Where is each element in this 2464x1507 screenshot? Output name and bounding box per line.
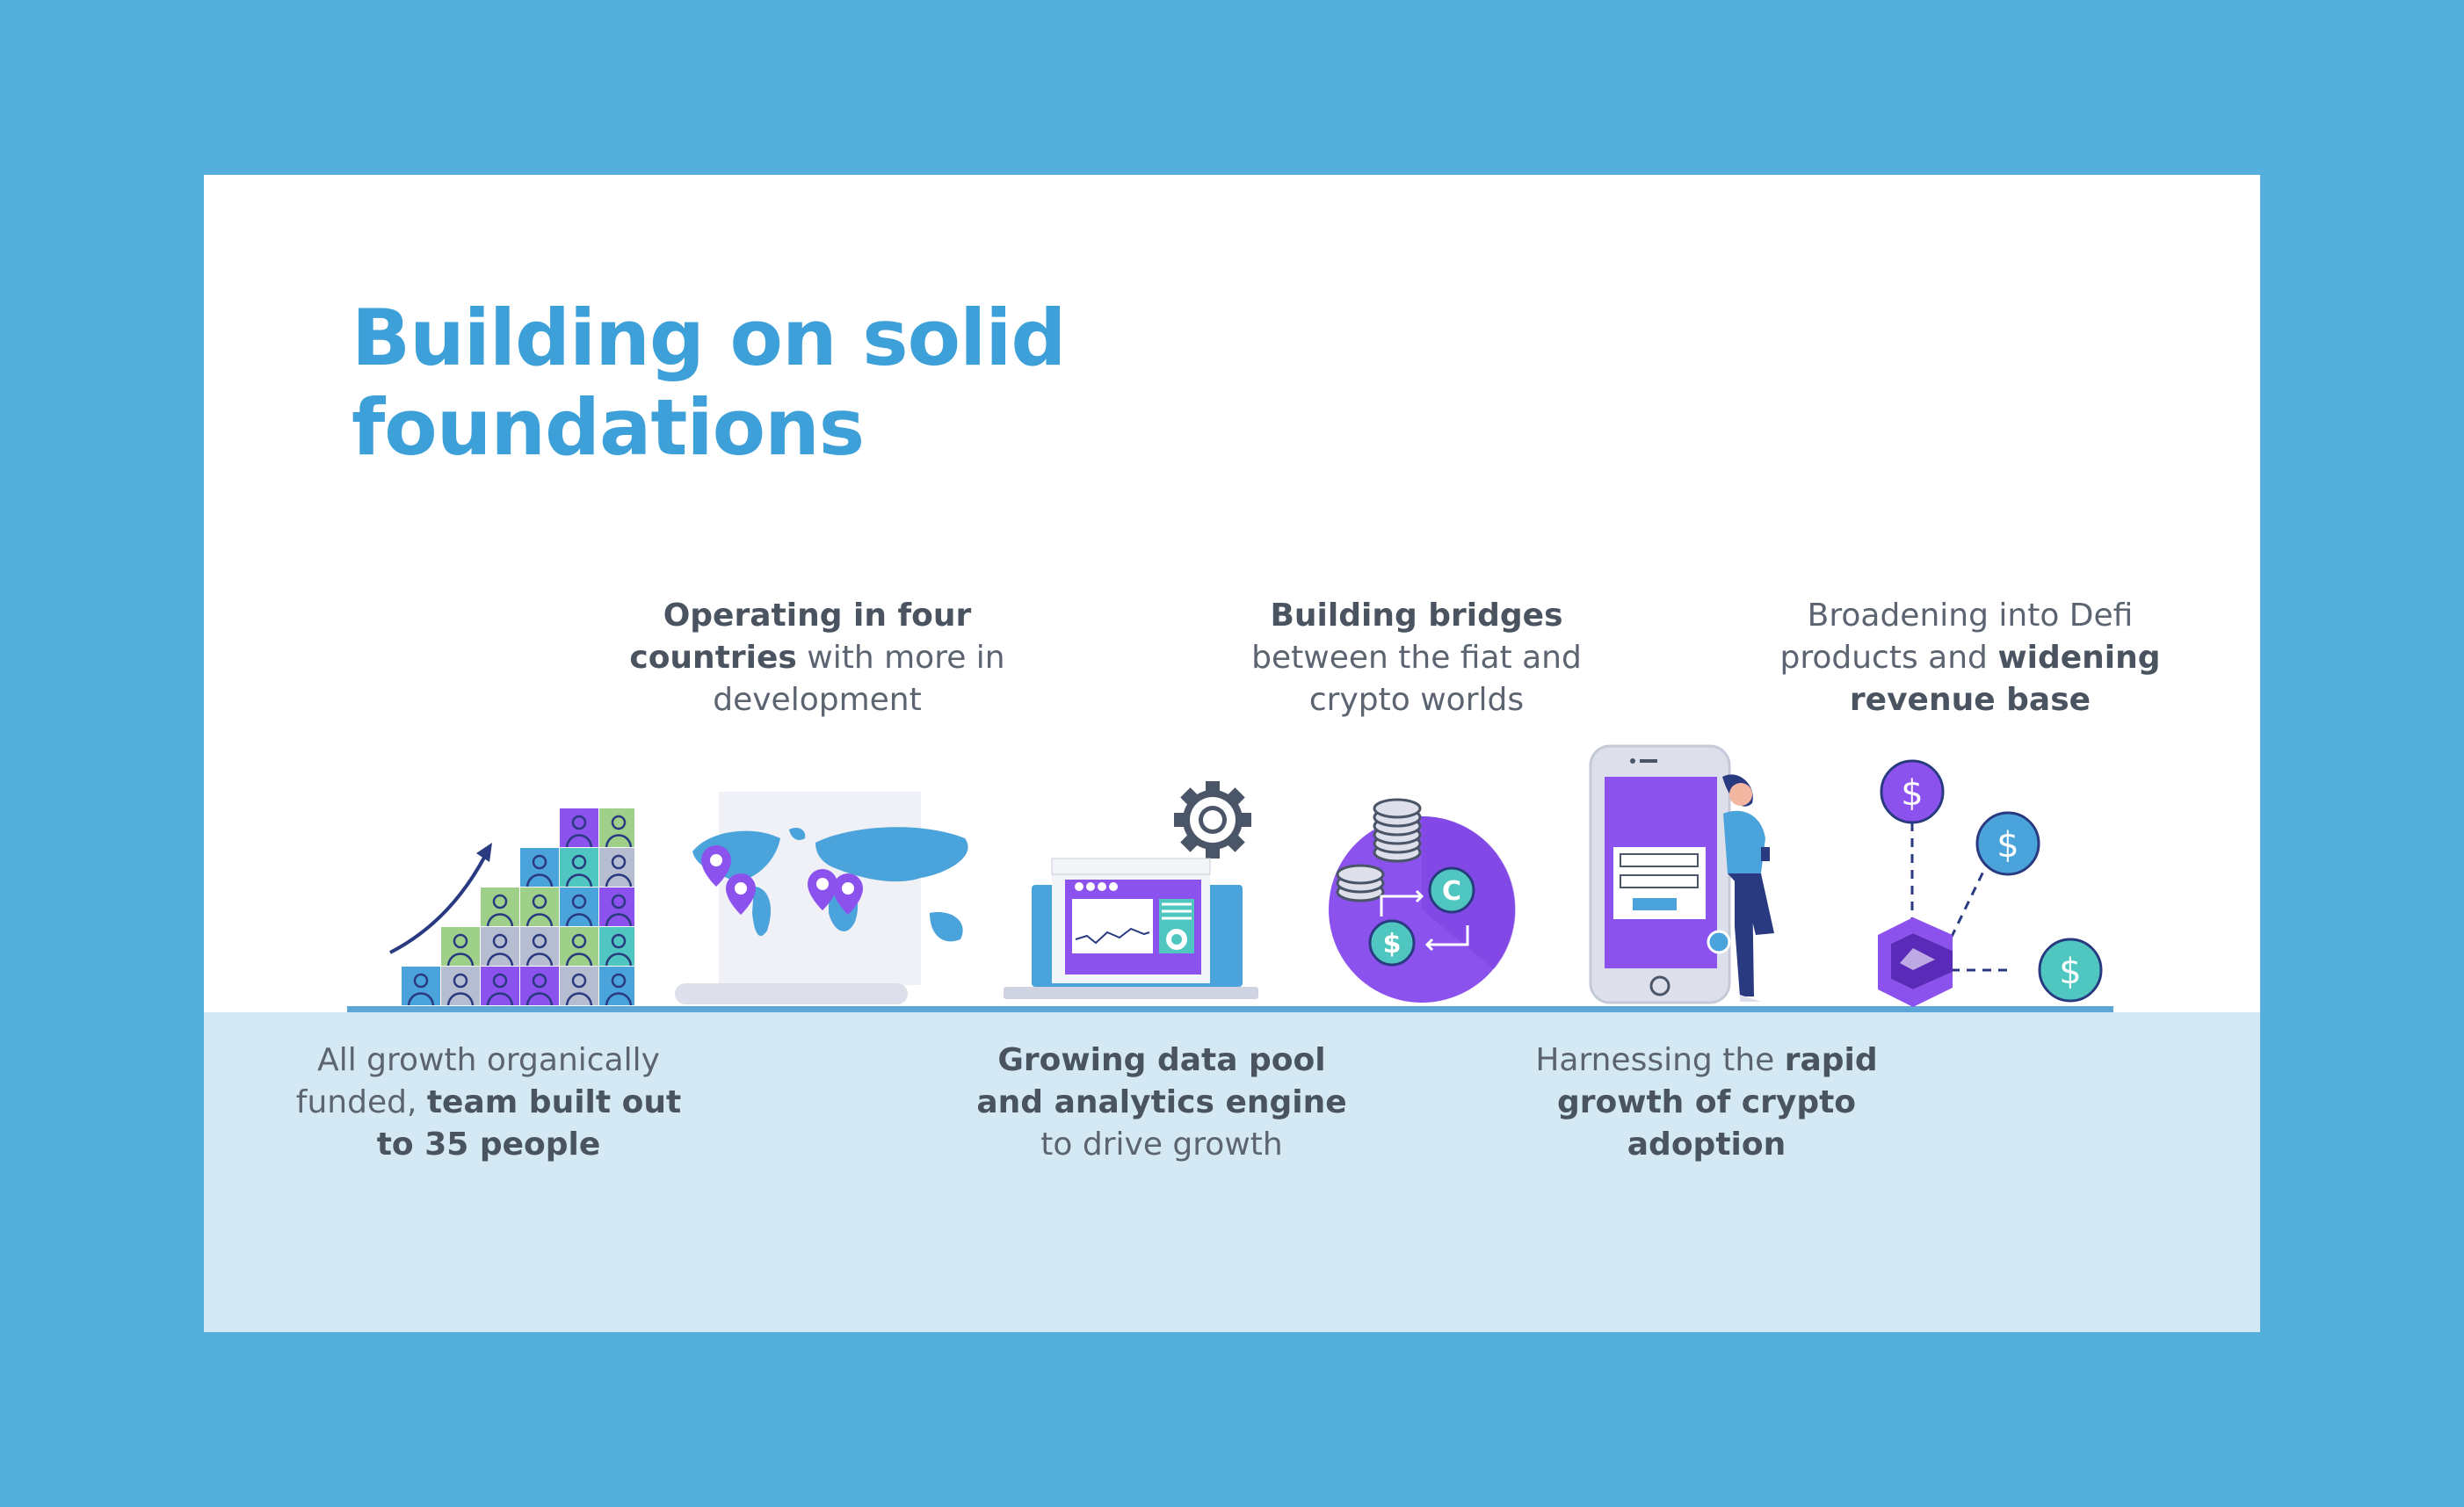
phone-notification xyxy=(1707,930,1731,954)
coin-stack-left xyxy=(1336,864,1385,902)
pin-3 xyxy=(808,869,837,910)
team-member-block xyxy=(520,927,559,967)
team-member-block xyxy=(599,848,634,888)
svg-text:C: C xyxy=(1442,876,1461,907)
caption-defi-bold: widening revenue base xyxy=(1849,640,2161,718)
team-member-block xyxy=(599,967,634,1006)
dollar-coin-purple-icon: $ xyxy=(1880,759,1945,824)
exchange-arrows xyxy=(1380,889,1469,952)
svg-text:$: $ xyxy=(2059,952,2081,992)
mobile-crypto-icon xyxy=(1589,744,1774,1004)
growth-arrow-head xyxy=(476,843,492,862)
team-member-block xyxy=(599,808,634,848)
svg-text:$: $ xyxy=(1383,929,1402,960)
caption-defi: Broadening into Defi products and wideni… xyxy=(1768,595,2172,721)
team-blocks xyxy=(402,808,634,1006)
team-member-block xyxy=(560,967,598,1006)
location-pins xyxy=(701,845,863,915)
dollar-coin-blue-icon: $ xyxy=(1975,811,2040,876)
caption-team-bold: team built out to 35 people xyxy=(376,1084,682,1163)
app-titlebar xyxy=(1051,858,1211,875)
person-figure xyxy=(1722,774,1774,1002)
analytics-laptop-icon xyxy=(1004,781,1258,999)
continents xyxy=(692,827,968,942)
team-member-block xyxy=(520,967,559,1006)
caption-data-pool-bold: Growing data pool and analytics engine xyxy=(976,1042,1347,1120)
form-submit xyxy=(1633,898,1677,910)
crypto-coin-icon: C xyxy=(1428,866,1475,914)
team-member-block xyxy=(560,927,598,967)
fiat-crypto-exchange-icon: C $ xyxy=(1329,798,1516,1003)
line-chart-area xyxy=(1072,899,1153,953)
pin-2 xyxy=(726,873,756,915)
team-member-block xyxy=(441,967,480,1006)
team-member-block xyxy=(402,967,440,1006)
caption-crypto: Harnessing the rapid growth of crypto ad… xyxy=(1509,1040,1904,1166)
caption-bridges-bold: Building bridges xyxy=(1270,598,1563,634)
caption-team: All growth organically funded, team buil… xyxy=(295,1040,682,1166)
laptop-base xyxy=(1004,987,1258,999)
team-member-block xyxy=(481,888,519,927)
dollar-coin-icon: $ xyxy=(1368,919,1416,967)
team-member-block xyxy=(560,888,598,927)
timeline-baseline xyxy=(347,1006,2113,1012)
dollar-coin-teal-icon: $ xyxy=(2038,938,2103,1003)
caption-data-pool: Growing data pool and analytics engine t… xyxy=(960,1040,1364,1166)
coin-stack-top xyxy=(1373,798,1422,863)
world-map-icon xyxy=(675,792,968,1004)
page-title: Building on solid foundations xyxy=(351,293,1066,473)
team-member-block xyxy=(481,927,519,967)
pin-1 xyxy=(701,845,731,887)
caption-crypto-text: Harnessing the xyxy=(1535,1042,1785,1078)
status-dots xyxy=(1075,882,1118,891)
gear-icon xyxy=(1174,781,1251,859)
team-growth-icon xyxy=(389,808,634,1006)
defi-network-icon: $ $ $ xyxy=(1878,759,2103,1007)
caption-defi-text: Broadening into Defi products and xyxy=(1779,598,2134,676)
growth-arrow-line xyxy=(389,855,487,954)
map-scroll-roll xyxy=(675,983,908,1004)
svg-text:$: $ xyxy=(1997,825,2018,866)
pin-4 xyxy=(833,873,863,915)
caption-bridges: Building bridges between the fiat and cr… xyxy=(1214,595,1619,721)
caption-data-pool-text: to drive growth xyxy=(1040,1127,1283,1163)
team-member-block xyxy=(560,808,598,848)
team-member-block xyxy=(441,927,480,967)
caption-countries-text: with more in development xyxy=(713,640,1005,718)
team-member-block xyxy=(599,927,634,967)
team-member-block xyxy=(599,888,634,927)
team-member-block xyxy=(520,848,559,888)
svg-text:$: $ xyxy=(1901,773,1923,814)
caption-countries-bold: Operating in four countries xyxy=(629,598,972,676)
slide-card: Building on solid foundations Operating … xyxy=(204,175,2260,1332)
form-select-1 xyxy=(1620,853,1699,867)
legend-lines xyxy=(1162,902,1192,920)
team-member-block xyxy=(481,967,519,1006)
team-member-block xyxy=(520,888,559,927)
caption-crypto-bold: rapid growth of crypto adoption xyxy=(1556,1042,1878,1163)
bottom-band xyxy=(204,1012,2260,1332)
caption-countries: Operating in four countries with more in… xyxy=(615,595,1019,721)
caption-bridges-text: between the fiat and crypto worlds xyxy=(1251,640,1582,718)
form-select-2 xyxy=(1620,874,1699,888)
home-button xyxy=(1649,975,1670,996)
team-member-block xyxy=(560,848,598,888)
caption-team-text: All growth organically funded, xyxy=(295,1042,660,1120)
defi-logo xyxy=(1878,917,1953,1007)
trend-line xyxy=(1075,927,1150,945)
